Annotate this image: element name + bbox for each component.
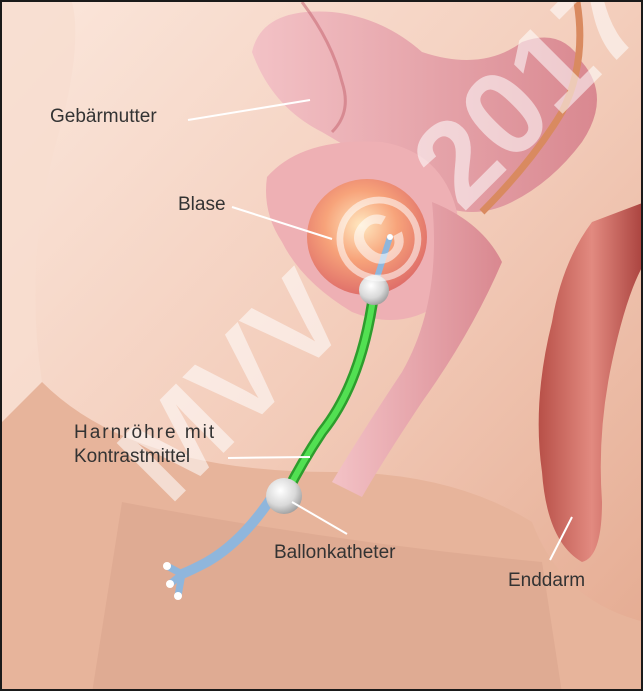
label-urethra-line1: Harnröhre mit [74,422,216,444]
label-uterus: Gebärmutter [50,106,157,128]
label-bladder: Blase [178,194,226,216]
label-urethra-line2: Kontrastmittel [74,446,190,468]
label-rectum: Enddarm [508,570,585,592]
balloon-lower [266,478,302,514]
label-catheter: Ballonkatheter [274,542,395,564]
